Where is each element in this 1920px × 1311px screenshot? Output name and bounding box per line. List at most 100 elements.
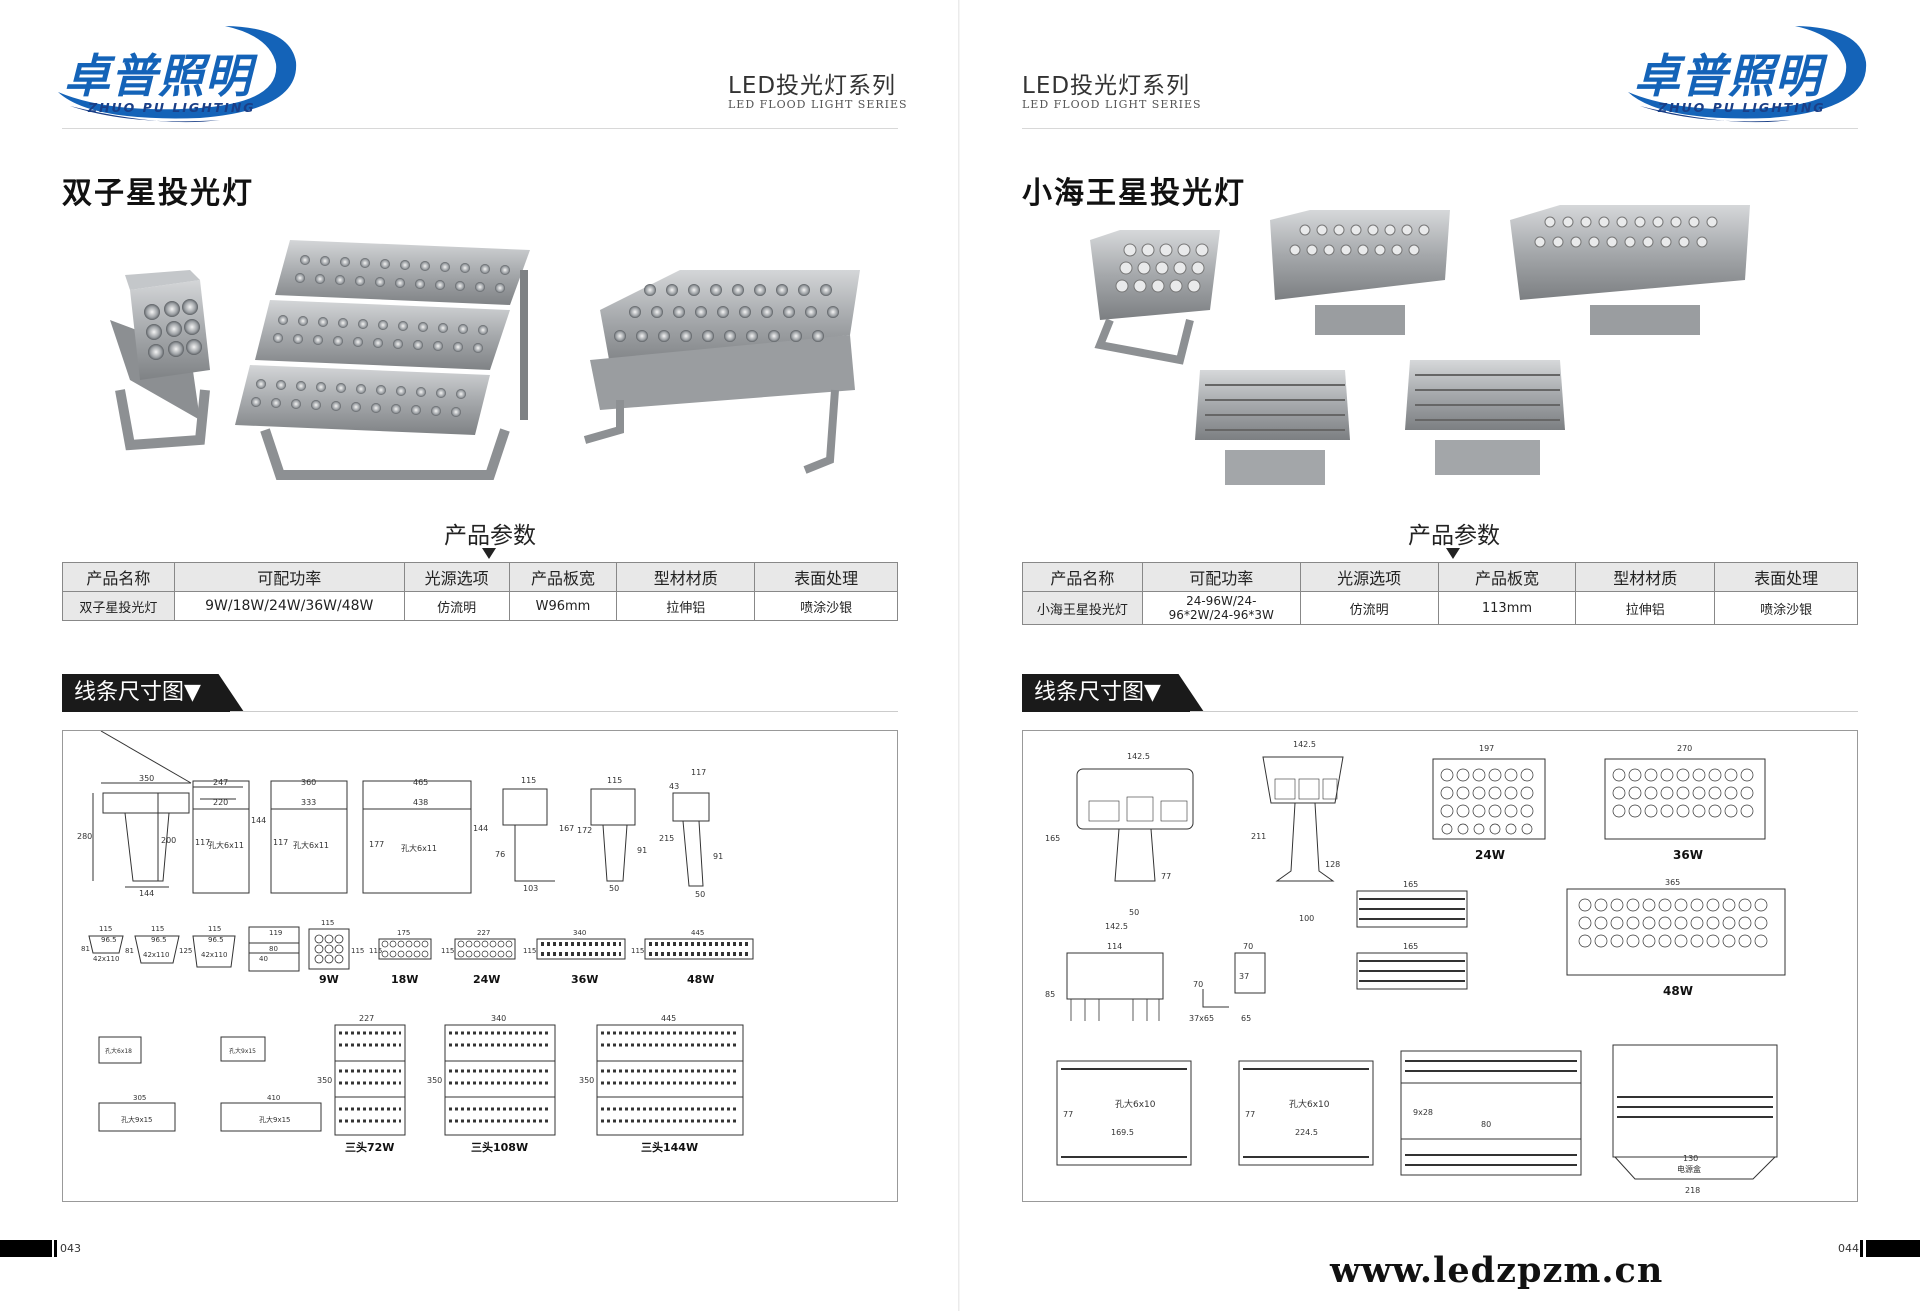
dim-led-24w: 227 115 24W xyxy=(441,929,516,986)
page-left: 卓普照明 ZHUO PU LIGHTING LED投光灯系列 LED FLOOD… xyxy=(0,26,908,1257)
dim-section-4: 119 80 40 xyxy=(248,926,300,972)
dim-label: 91 xyxy=(713,852,723,861)
dim-front-a: 142.5 165 77 50 xyxy=(1045,752,1194,917)
dim-label: 孔大6x11 xyxy=(401,843,437,853)
dim-label: 115 xyxy=(369,947,382,955)
dim-label: 96.5 xyxy=(208,936,224,944)
dim-label: 172 xyxy=(577,826,592,835)
dim-label: 220 xyxy=(213,798,228,807)
dim-label: 70 xyxy=(1193,980,1203,989)
dim-label: 115 xyxy=(607,776,622,785)
dim-label: 77 xyxy=(1245,1110,1255,1119)
dim-label: 115 xyxy=(521,776,536,785)
dim-label: 465 xyxy=(413,778,428,787)
photo-triple xyxy=(235,240,530,480)
website-url[interactable]: www.ledzpzm.cn xyxy=(1330,1250,1664,1291)
dim-led-24w: 197 24W xyxy=(1432,744,1546,862)
params-header: 产品名称 xyxy=(1022,562,1143,592)
logo-en: ZHUO PU LIGHTING xyxy=(1658,100,1826,115)
dim-label: 224.5 xyxy=(1295,1128,1318,1137)
params-value: 双子星投光灯 xyxy=(62,591,175,621)
watt-label: 三头108W xyxy=(471,1140,528,1154)
dim-label: 77 xyxy=(1063,1110,1073,1119)
logo-cn: 卓普照明 xyxy=(1634,49,1822,103)
dim-label: 115 xyxy=(631,947,644,955)
dim-drawing-box: 142.5 165 77 50 142.5 211 128 100 xyxy=(1022,730,1858,1202)
dim-title: 线条尺寸图▼ xyxy=(1022,674,1204,712)
params-header: 光源选项 xyxy=(403,562,510,592)
dim-title: 线条尺寸图▼ xyxy=(62,674,244,712)
dim-section-3: 115 96.5 125 42x110 xyxy=(179,925,236,968)
series-en: LED FLOOD LIGHT SERIES xyxy=(728,98,908,111)
dim-label: 215 xyxy=(659,834,674,843)
params-value: 113mm xyxy=(1437,591,1577,625)
dim-label: 445 xyxy=(691,929,704,937)
series-cn: LED投光灯系列 xyxy=(1022,73,1191,99)
dim-label: 电源盒 xyxy=(1677,1164,1701,1174)
params-title: 产品参数 xyxy=(444,523,536,549)
dim-label: 340 xyxy=(491,1014,506,1023)
photo-24w xyxy=(1090,230,1220,365)
dim-label: 142.5 xyxy=(1105,922,1128,931)
watt-label: 三头144W xyxy=(641,1140,698,1154)
dim-label: 211 xyxy=(1251,832,1266,841)
dim-label: 96.5 xyxy=(151,936,167,944)
dim-profile: 142.5 114 85 xyxy=(1045,922,1164,1021)
dim-label: 孔大6x11 xyxy=(293,840,329,850)
dim-label: 100 xyxy=(1299,914,1314,923)
params-arrow-icon xyxy=(482,548,496,559)
logo-swoosh-icon xyxy=(58,26,297,123)
dim-label: 85 xyxy=(1045,990,1055,999)
product-title: 小海王星投光灯 xyxy=(1022,176,1246,211)
dim-clip: 70 37 70 37x65 65 xyxy=(1189,942,1266,1023)
watt-label: 36W xyxy=(571,973,598,986)
dim-label: 445 xyxy=(661,1014,676,1023)
logo-swoosh-icon xyxy=(1628,26,1867,123)
dim-label: 165 xyxy=(1045,834,1060,843)
dim-label: 119 xyxy=(269,929,282,937)
dim-drawings: 142.5 165 77 50 142.5 211 128 100 xyxy=(1045,740,1786,1195)
params-header: 表面处理 xyxy=(754,562,898,592)
dim-label: 117 xyxy=(195,838,210,847)
dim-label: 144 xyxy=(473,824,488,833)
dim-label: 114 xyxy=(1107,942,1122,951)
dim-label: 42x110 xyxy=(201,951,227,959)
params-header-row: 产品名称 可配功率 光源选项 产品板宽 型材材质 表面处理 xyxy=(1022,562,1858,592)
dim-label: 350 xyxy=(427,1076,442,1085)
params-arrow-icon xyxy=(1446,548,1460,559)
dim-section-1: 115 96.5 81 42x110 xyxy=(81,925,124,963)
dim-label: 76 xyxy=(495,850,505,859)
dim-label: 350 xyxy=(317,1076,332,1085)
dim-label: 81 xyxy=(125,947,134,955)
dim-bottom-4: 130 电源盒 218 xyxy=(1612,1044,1778,1195)
params-value: 拉伸铝 xyxy=(1575,591,1716,625)
dim-label: 227 xyxy=(359,1014,374,1023)
photo-9w xyxy=(110,270,210,451)
dim-side-2: 360 333 117 孔大6x11 xyxy=(270,778,348,894)
dim-label: 350 xyxy=(579,1076,594,1085)
dim-label: 77 xyxy=(1161,872,1171,881)
dim-triple-72w: 227 350 三头72W xyxy=(317,1014,406,1154)
dim-label: 70 xyxy=(1243,942,1253,951)
dim-label: 81 xyxy=(81,945,90,953)
params-table: 产品名称 可配功率 光源选项 产品板宽 型材材质 表面处理 双子星投光灯 9W/… xyxy=(62,562,898,621)
dim-label: 孔大9x15 xyxy=(259,1115,291,1124)
series-label: LED投光灯系列 LED FLOOD LIGHT SERIES xyxy=(728,66,908,111)
footer-bar-tick xyxy=(54,1240,57,1257)
dim-label: 270 xyxy=(1677,744,1692,753)
dim-bracket-b: 115 172 91 50 xyxy=(577,776,647,893)
dim-label: 孔大6x10 xyxy=(1115,1098,1156,1110)
dim-label: 130 xyxy=(1683,1154,1698,1163)
params-header: 可配功率 xyxy=(173,562,405,592)
params-header: 光源选项 xyxy=(1299,562,1439,592)
dim-triple-144w: 445 350 三头144W xyxy=(579,1014,744,1154)
photo-36w xyxy=(1270,210,1450,335)
dim-label: 177 xyxy=(369,840,384,849)
dim-label: 125 xyxy=(179,947,192,955)
params-value: 24-96W/24-96*2W/24-96*3W xyxy=(1141,591,1301,625)
dim-bracket-small: 孔大6x18 孔大9x15 305 孔大9x15 410 孔大9x15 xyxy=(98,1036,322,1132)
page-number: 043 xyxy=(60,1242,81,1255)
params-value: 仿流明 xyxy=(1299,591,1439,625)
dim-label: 43 xyxy=(669,782,679,791)
params-value-row: 小海王星投光灯 24-96W/24-96*2W/24-96*3W 仿流明 113… xyxy=(1022,591,1858,625)
